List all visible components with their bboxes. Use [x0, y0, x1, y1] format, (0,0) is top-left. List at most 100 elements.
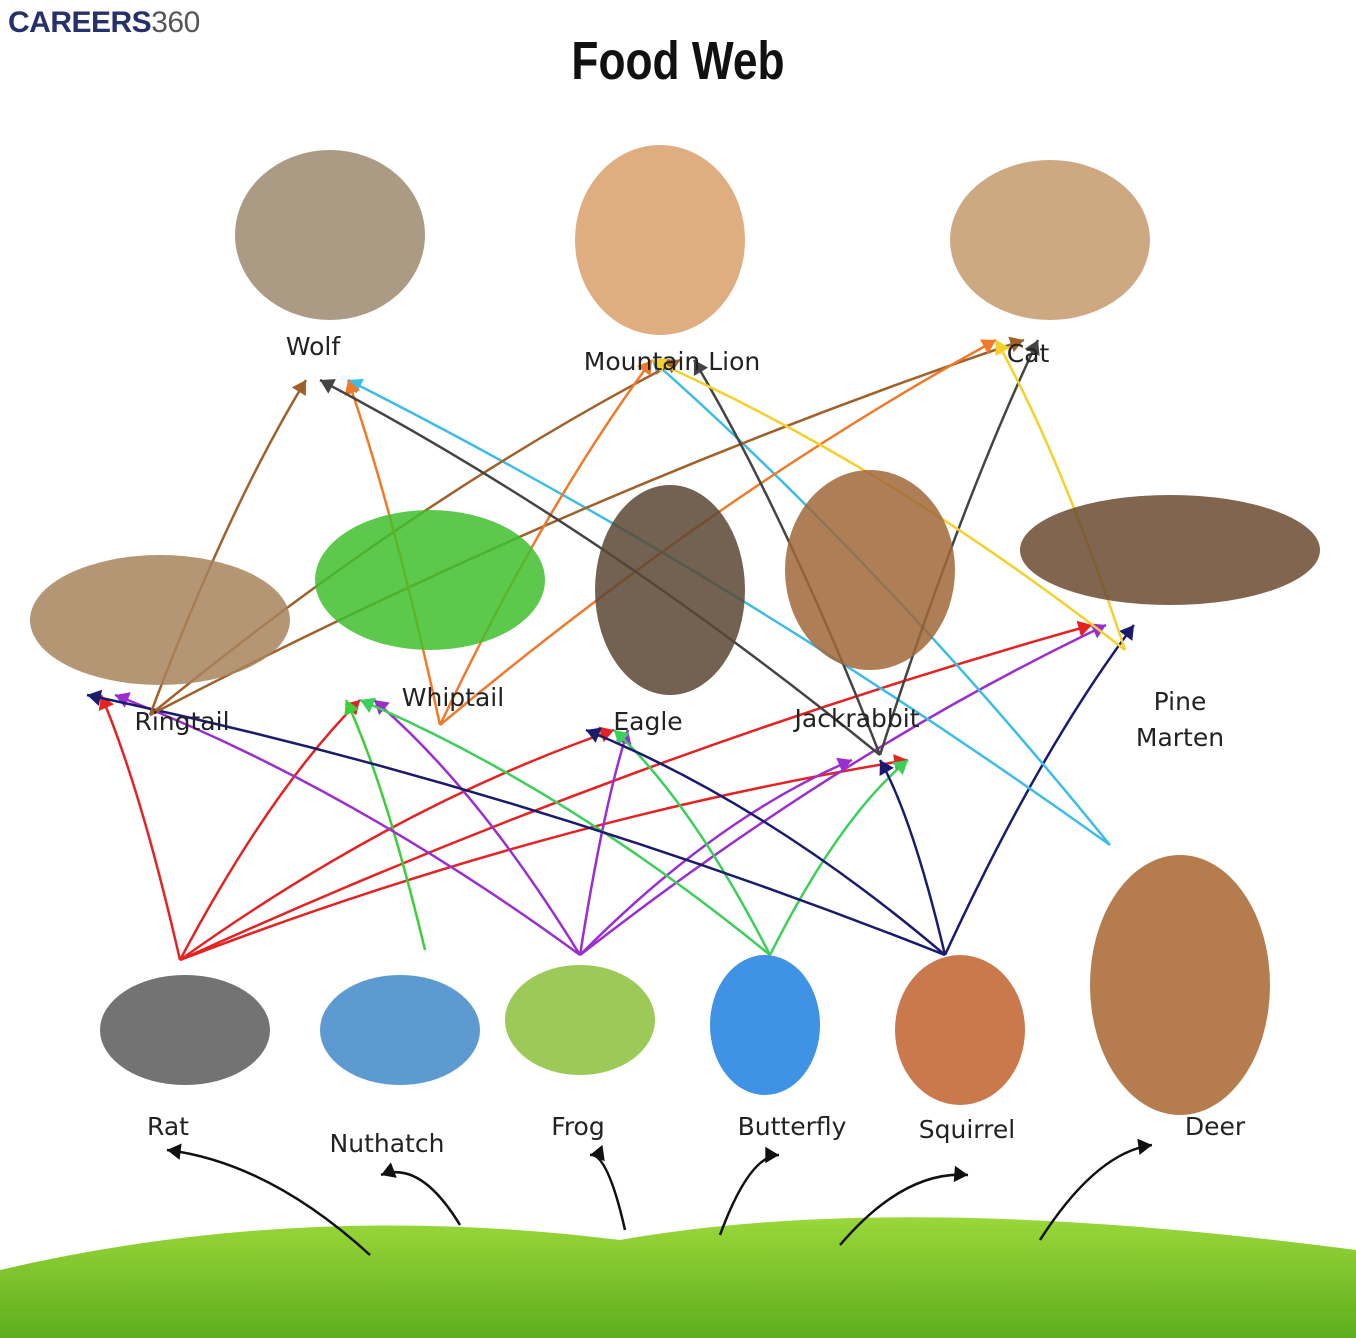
arrowhead	[637, 360, 652, 376]
arrow-frog-to-whiptail	[373, 699, 582, 956]
node-wolf: Wolf	[235, 150, 425, 361]
whiptail-label: Whiptail	[402, 683, 504, 712]
arrow-squirrel-to-marten	[943, 624, 1135, 956]
arrow-frog-to-ringtail	[114, 693, 581, 957]
arrowhead	[167, 1143, 182, 1160]
arrowhead	[381, 1162, 397, 1178]
eagle-illustration	[595, 485, 745, 695]
node-nuthatch: Nuthatch	[320, 975, 480, 1158]
arrow-whiptail-to-lion	[438, 359, 654, 726]
arrowhead	[320, 379, 336, 394]
butterfly-illustration	[710, 955, 820, 1095]
page-title: Food Web	[571, 31, 785, 91]
arrow-jackrabbit-to-lion	[692, 359, 882, 756]
arrow-nuthatch-to-whiptail	[344, 699, 427, 951]
arrow-jackrabbit-to-cat	[878, 339, 1040, 756]
cat-illustration	[950, 160, 1150, 320]
arrow-marten-to-cat	[994, 339, 1127, 651]
arrowhead	[652, 358, 668, 374]
node-frog: Frog	[505, 965, 655, 1141]
arrowhead	[1024, 340, 1040, 356]
arrow-rat-to-eagle	[179, 728, 615, 962]
arrowhead	[374, 700, 390, 716]
node-lion: Mountain Lion	[575, 145, 760, 376]
arrowhead	[590, 1144, 605, 1162]
ringtail-illustration	[30, 555, 290, 685]
arrow-squirrel-to-jackrabbit	[878, 759, 947, 956]
squirrel-label: Squirrel	[919, 1115, 1015, 1144]
arrow-grass-to-rat	[166, 1148, 371, 1256]
arrow-butterfly-to-jackrabbit	[768, 759, 909, 956]
deer-illustration	[1090, 855, 1270, 1115]
wolf-label: Wolf	[286, 332, 341, 361]
arrowhead	[614, 730, 630, 746]
cat-label: Cat	[1007, 339, 1050, 368]
lion-label: Mountain Lion	[584, 347, 760, 376]
ringtail-label: Ringtail	[134, 707, 229, 736]
arrow-jackrabbit-to-wolf	[319, 378, 881, 756]
jackrabbit-illustration	[785, 470, 955, 670]
arrow-frog-to-eagle	[578, 729, 630, 956]
arrowhead	[115, 692, 131, 708]
marten-label: Marten	[1136, 723, 1224, 752]
arrow-grass-to-squirrel	[839, 1173, 969, 1246]
node-ringtail: Ringtail	[30, 555, 290, 736]
arrow-ringtail-to-cat	[149, 338, 1025, 717]
arrowhead	[1137, 1138, 1152, 1155]
jackrabbit-label: Jackrabbit	[793, 704, 920, 733]
arrowhead	[892, 760, 908, 776]
node-butterfly: Butterfly	[710, 955, 847, 1141]
arrow-rat-to-marten	[179, 623, 1093, 962]
node-jackrabbit: Jackrabbit	[785, 470, 955, 733]
whiptail-illustration	[315, 510, 545, 650]
arrowhead	[1119, 625, 1134, 641]
node-rat: Rat	[100, 975, 270, 1141]
eagle-label: Eagle	[613, 707, 682, 736]
arrow-frog-to-jackrabbit	[579, 758, 853, 956]
arrowhead	[879, 760, 894, 776]
deer-label: Deer	[1185, 1112, 1246, 1141]
arrowhead	[344, 380, 361, 396]
frog-illustration	[505, 965, 655, 1075]
careers360-logo: CAREERS360	[8, 6, 200, 39]
arrow-squirrel-to-ringtail	[86, 693, 946, 957]
butterfly-label: Butterfly	[738, 1112, 847, 1141]
marten-illustration	[1020, 495, 1320, 605]
squirrel-illustration	[895, 955, 1025, 1105]
arrowhead	[995, 340, 1010, 356]
node-whiptail: Whiptail	[315, 510, 545, 712]
nuthatch-label: Nuthatch	[330, 1129, 445, 1158]
marten-label: Pine	[1154, 687, 1207, 716]
arrowhead	[348, 378, 364, 394]
arrowhead	[344, 700, 360, 716]
arrow-butterfly-to-whiptail	[359, 698, 771, 956]
arrow-rat-to-jackrabbit	[179, 758, 909, 962]
node-deer: Deer	[1090, 855, 1270, 1141]
arrowhead	[664, 358, 680, 374]
node-squirrel: Squirrel	[895, 955, 1025, 1144]
rat-illustration	[100, 975, 270, 1085]
arrowhead	[836, 757, 852, 773]
arrowhead	[87, 689, 103, 706]
arrow-grass-to-nuthatch	[380, 1170, 462, 1226]
arrow-rat-to-ringtail	[99, 694, 182, 961]
arrowhead	[765, 1146, 779, 1164]
arrowhead	[291, 380, 306, 396]
arrowhead	[598, 726, 614, 743]
arrow-grass-to-frog	[589, 1153, 627, 1231]
lion-illustration	[575, 145, 745, 335]
arrow-squirrel-to-eagle	[585, 728, 946, 956]
node-eagle: Eagle	[595, 485, 745, 736]
arrowhead	[980, 339, 996, 354]
node-cat: Cat	[950, 160, 1150, 368]
grass-hill	[0, 1217, 1356, 1338]
arrow-frog-to-marten	[579, 623, 1107, 956]
arrowhead	[586, 727, 602, 743]
rat-label: Rat	[147, 1112, 189, 1141]
wolf-illustration	[235, 150, 425, 320]
arrowhead	[953, 1165, 968, 1183]
arrowhead	[1076, 620, 1092, 637]
